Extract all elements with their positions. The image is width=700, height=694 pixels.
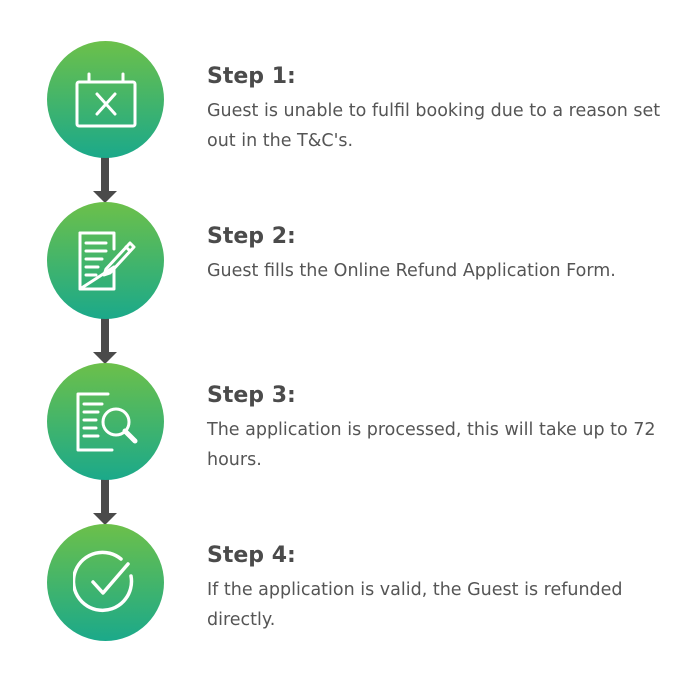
connector-line-3	[101, 479, 109, 515]
step-4-title: Step 4:	[207, 543, 296, 568]
step-1-circle	[47, 41, 164, 158]
step-3-text: Step 3: The application is processed, th…	[207, 383, 677, 475]
step-3-circle	[47, 363, 164, 480]
step-4-description: If the application is valid, the Guest i…	[207, 580, 623, 630]
connector-arrow-2	[93, 352, 117, 364]
document-magnifier-icon	[72, 390, 140, 454]
connector-arrow-1	[93, 191, 117, 203]
checkmark-circle-icon	[72, 550, 139, 616]
step-3-title: Step 3:	[207, 383, 296, 408]
connector-line-2	[101, 318, 109, 354]
step-2-text: Step 2: Guest fills the Online Refund Ap…	[207, 224, 677, 286]
step-4-text: Step 4: If the application is valid, the…	[207, 543, 677, 635]
connector-arrow-3	[93, 513, 117, 525]
step-4-circle	[47, 524, 164, 641]
connector-line-1	[101, 157, 109, 193]
step-2-description: Guest fills the Online Refund Applicatio…	[207, 261, 616, 281]
step-2-circle	[47, 202, 164, 319]
step-3-description: The application is processed, this will …	[207, 420, 656, 470]
cancelled-calendar-icon	[75, 72, 137, 128]
step-1-title: Step 1:	[207, 64, 296, 89]
step-1-text: Step 1: Guest is unable to fulfil bookin…	[207, 64, 677, 156]
step-1-description: Guest is unable to fulfil booking due to…	[207, 101, 661, 151]
form-pencil-icon	[74, 229, 138, 293]
step-2-title: Step 2:	[207, 224, 296, 249]
